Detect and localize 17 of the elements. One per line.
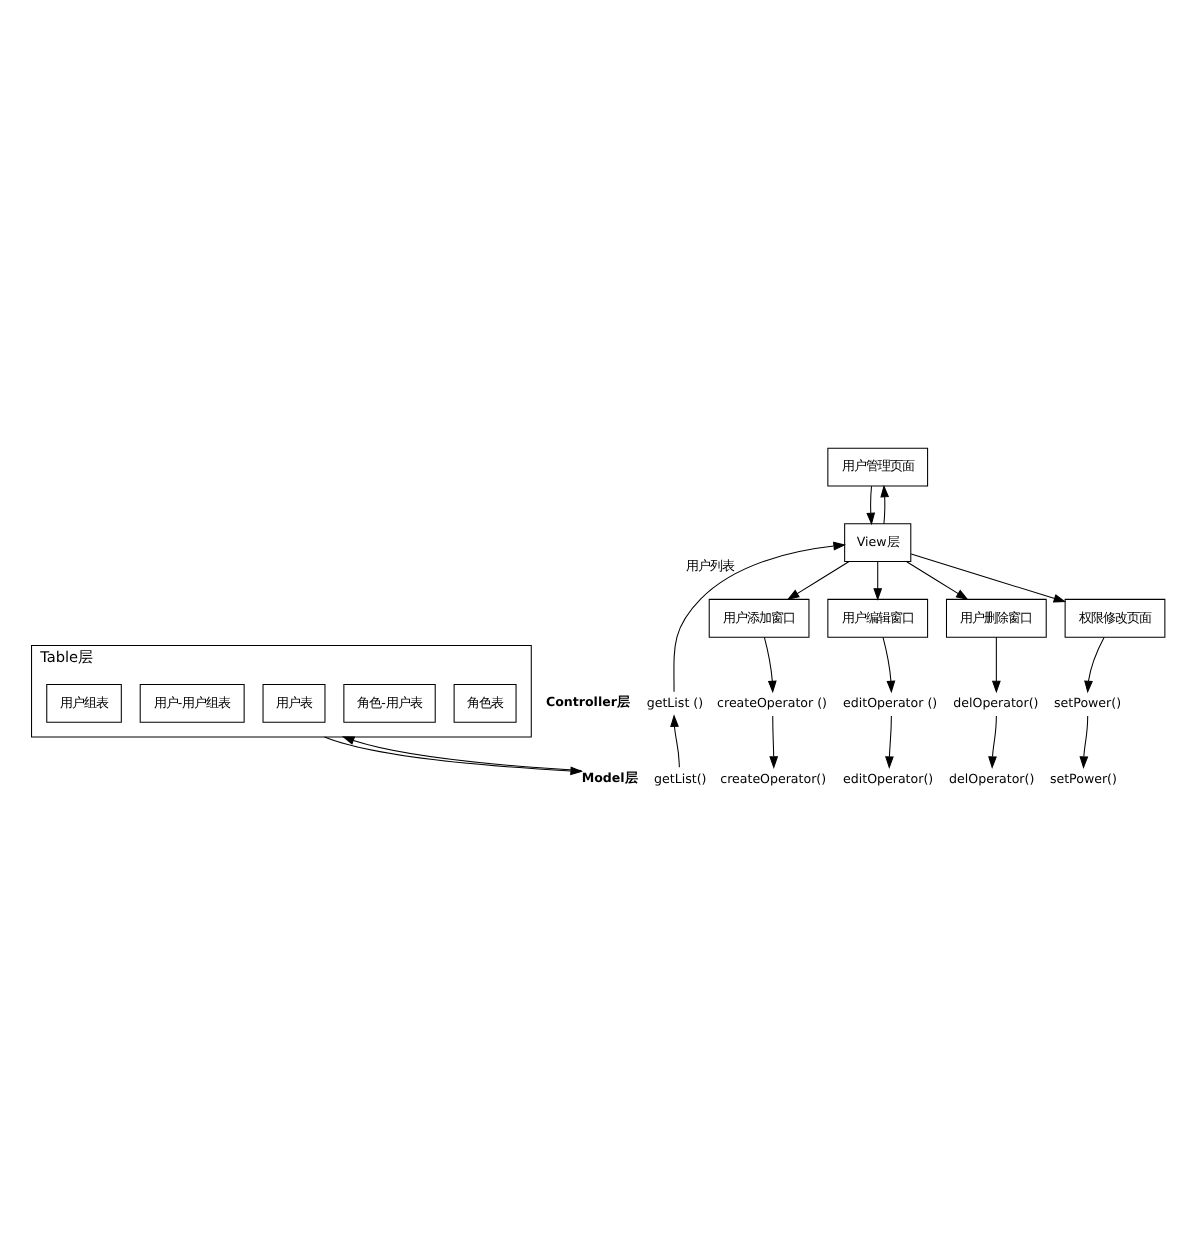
arrow (1084, 635, 1105, 693)
arrow (769, 714, 779, 768)
arrow (670, 713, 680, 767)
arrow (873, 560, 883, 600)
arrow (988, 714, 997, 768)
arrow (763, 635, 777, 693)
arrow (991, 635, 1001, 693)
arrow (906, 560, 969, 599)
arrow (323, 735, 583, 775)
arrow (882, 635, 896, 693)
arrow (673, 540, 846, 692)
arrow (866, 484, 876, 525)
arrow (786, 560, 850, 599)
arrow (880, 483, 890, 524)
arrow (885, 714, 894, 768)
arrow (910, 552, 1067, 602)
arrow (1079, 714, 1089, 768)
